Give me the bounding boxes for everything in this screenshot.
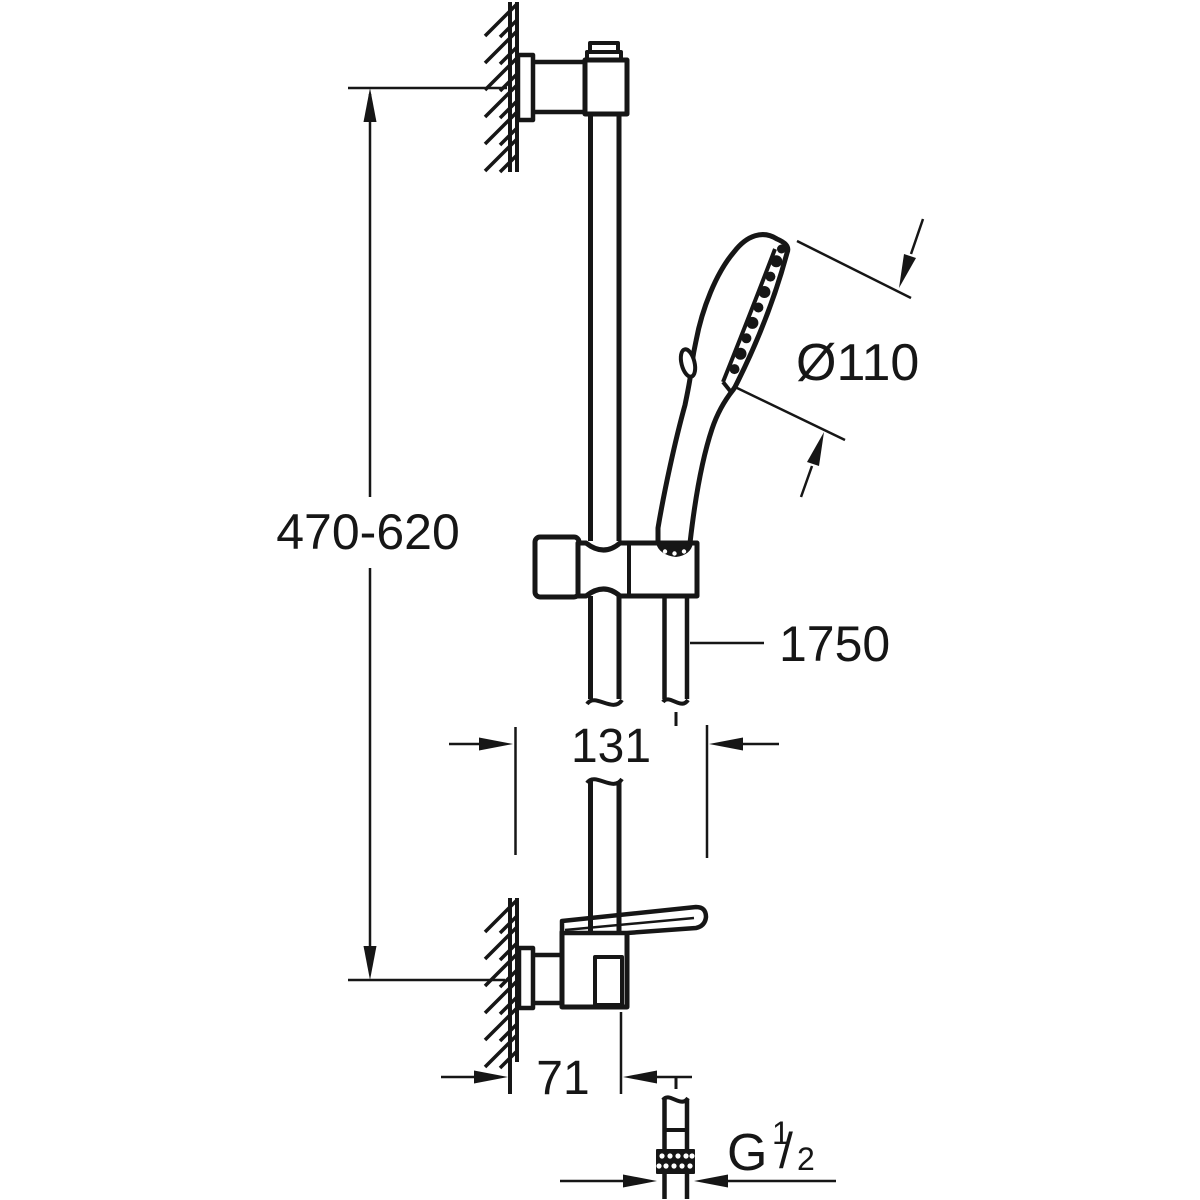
rail-end-inside-bracket xyxy=(593,955,624,1007)
bottom-bracket-wall-plate xyxy=(516,945,536,1011)
hand-shower-outline xyxy=(655,232,791,546)
dim-hose-length: 1750 xyxy=(690,616,890,672)
top-bracket-wall-plate xyxy=(515,52,536,123)
shower-rail-lower xyxy=(585,777,624,1007)
arrowhead-right xyxy=(694,1174,728,1188)
hose-length-label: 1750 xyxy=(779,616,890,672)
hand-shower xyxy=(655,232,791,546)
arrowhead-down xyxy=(363,946,377,980)
arrowhead-left xyxy=(623,1174,657,1188)
rail-length-label: 470-620 xyxy=(276,504,460,560)
holder-clamp-knob xyxy=(532,534,582,600)
hose-break-upper xyxy=(661,697,690,706)
arrowhead-right xyxy=(709,737,743,751)
arrowhead-right xyxy=(623,1070,657,1084)
thread-denominator: 2 xyxy=(797,1141,815,1177)
arrowhead-lower xyxy=(807,432,824,466)
spray-face-bottom-edge xyxy=(721,380,733,394)
shower-hose-upper xyxy=(661,596,690,726)
holder-body xyxy=(575,540,700,599)
holder-offset-label: 131 xyxy=(571,720,651,773)
spray-nozzles xyxy=(729,244,786,375)
dim-bracket-depth: 71 xyxy=(441,1012,692,1105)
thread-slash: / xyxy=(779,1123,793,1179)
top-bracket-body xyxy=(582,57,630,117)
arrowhead-left xyxy=(479,737,513,751)
bottom-wall-line xyxy=(508,898,519,1094)
arrowhead-up xyxy=(363,88,377,122)
thread-numerator: 1 xyxy=(772,1115,790,1151)
dim-head-diameter: Ø110 xyxy=(734,218,925,498)
thread-letter: G xyxy=(727,1124,767,1182)
dim-holder-offset: 131 xyxy=(449,720,779,858)
arrowhead-left xyxy=(474,1070,508,1084)
shower-holder xyxy=(532,534,700,600)
shower-rail-upper xyxy=(588,114,622,541)
hose-nut xyxy=(656,1149,695,1174)
bottom-bracket-arm xyxy=(529,952,565,1006)
wall-bracket-top xyxy=(515,41,630,123)
shower-hose-end xyxy=(656,1078,695,1199)
hose-nut-knurling xyxy=(656,1153,695,1169)
bottom-wall-hatch xyxy=(483,898,519,1070)
spray-face-rim xyxy=(721,248,777,383)
dim-thread-size: G 1 / 2 xyxy=(560,1115,836,1188)
top-bracket-arm xyxy=(529,59,590,115)
arrowhead-upper xyxy=(899,254,916,288)
dim-rail-length: 470-620 xyxy=(276,86,507,982)
rail-break-upper xyxy=(585,698,624,707)
bracket-depth-label: 71 xyxy=(536,1052,589,1105)
spray-mode-button xyxy=(678,347,698,379)
shelf-inner-line xyxy=(564,916,695,932)
shower-rail-middle xyxy=(585,596,624,707)
handle-socket-dots xyxy=(662,549,687,556)
head-diameter-label: Ø110 xyxy=(796,334,919,392)
